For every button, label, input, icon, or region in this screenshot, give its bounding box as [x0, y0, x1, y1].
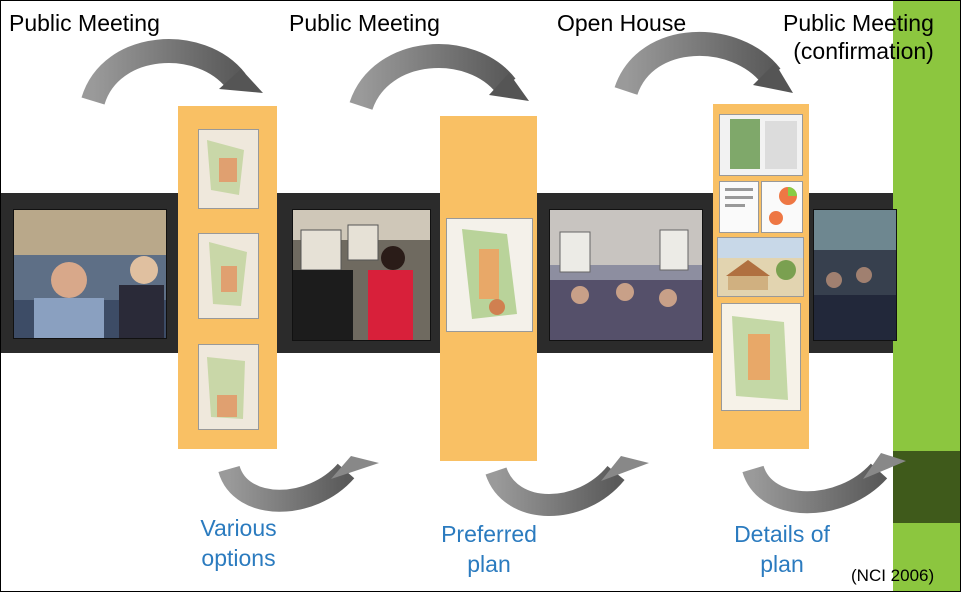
arrow-openhouse-to-details	[614, 31, 793, 96]
label-public-meeting-2: Public Meeting	[289, 10, 440, 36]
option-sketch-2	[198, 233, 259, 319]
plan-sketch-icon	[199, 345, 258, 429]
label-public-meeting-3: Public Meeting (confirmation)	[783, 9, 934, 65]
detail-map	[719, 114, 803, 176]
arrow-options-to-meeting	[218, 456, 379, 512]
map-document-icon	[720, 115, 802, 175]
label-details-of-plan-line2: plan	[760, 551, 804, 577]
meeting-photo-1-image	[14, 210, 166, 338]
label-various-options: Various options	[181, 513, 296, 573]
presentation-photo-image	[293, 210, 430, 340]
detail-site-plan	[721, 303, 801, 411]
pie-chart-icon	[762, 182, 802, 232]
meeting-photo-3-image	[814, 210, 896, 340]
label-open-house: Open House	[557, 10, 687, 36]
open-house-photo-image	[550, 210, 702, 340]
label-details-of-plan: Details of plan	[717, 519, 847, 579]
side-green-block	[893, 451, 960, 523]
arrow-meeting-to-preferred	[349, 44, 529, 111]
plan-sketch-icon	[199, 130, 258, 208]
label-various-options-line2: options	[201, 545, 276, 571]
preferred-plan-sketch	[446, 218, 533, 332]
label-preferred-plan-line1: Preferred	[441, 521, 537, 547]
arrow-preferred-to-openhouse	[485, 456, 649, 516]
label-preferred-plan: Preferred plan	[419, 519, 559, 579]
photo-meeting-3	[813, 209, 897, 341]
arrow-meeting-to-options	[81, 39, 263, 106]
site-plan-icon	[722, 304, 800, 410]
photo-open-house	[549, 209, 703, 341]
plan-sketch-icon	[199, 234, 258, 318]
label-details-of-plan-line1: Details of	[734, 521, 830, 547]
photo-presentation	[292, 209, 431, 341]
option-sketch-3	[198, 344, 259, 430]
label-public-meeting-3-line1: Public Meeting	[783, 10, 934, 36]
arrow-details-to-confirmation	[742, 453, 906, 514]
option-sketch-1	[198, 129, 259, 209]
citation: (NCI 2006)	[851, 566, 935, 585]
photo-meeting-1	[13, 209, 167, 339]
label-confirmation: (confirmation)	[793, 38, 934, 64]
rendering-image-icon	[718, 238, 803, 296]
label-public-meeting-1: Public Meeting	[9, 10, 160, 36]
detail-rendering	[717, 237, 804, 297]
site-plan-icon	[447, 219, 532, 331]
detail-pie-charts	[761, 181, 803, 233]
report-document-icon	[720, 182, 758, 232]
detail-report	[719, 181, 759, 233]
label-preferred-plan-line2: plan	[467, 551, 511, 577]
label-various-options-line1: Various	[200, 515, 277, 541]
